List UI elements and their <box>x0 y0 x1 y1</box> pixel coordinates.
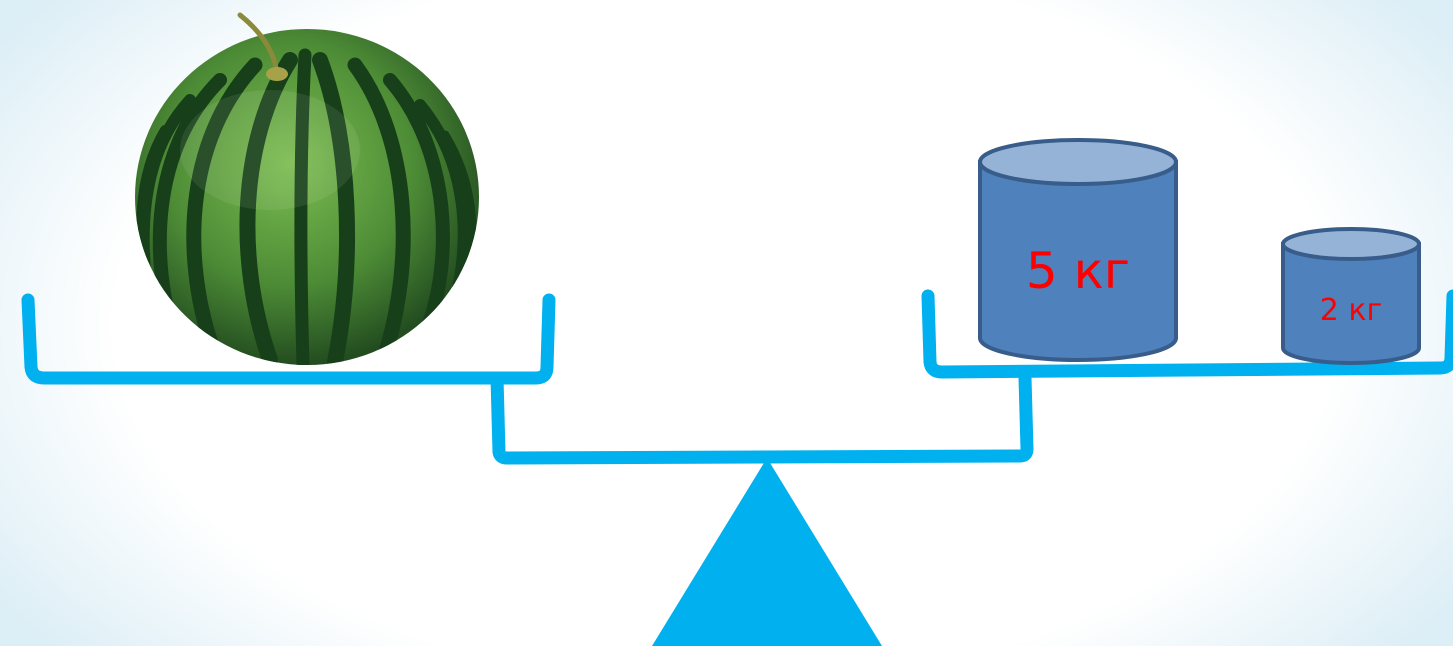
right-pan <box>921 289 1453 379</box>
scale-beam <box>490 371 1034 465</box>
fulcrum-triangle <box>652 458 882 646</box>
weight-2kg-label: 2 кг <box>1320 293 1383 328</box>
weight-2kg: 2 кг <box>1281 227 1421 365</box>
weight-5kg: 5 кг <box>978 138 1178 362</box>
watermelon-icon <box>135 12 479 365</box>
left-pan <box>21 293 556 385</box>
weight-5kg-label: 5 кг <box>1026 242 1130 300</box>
